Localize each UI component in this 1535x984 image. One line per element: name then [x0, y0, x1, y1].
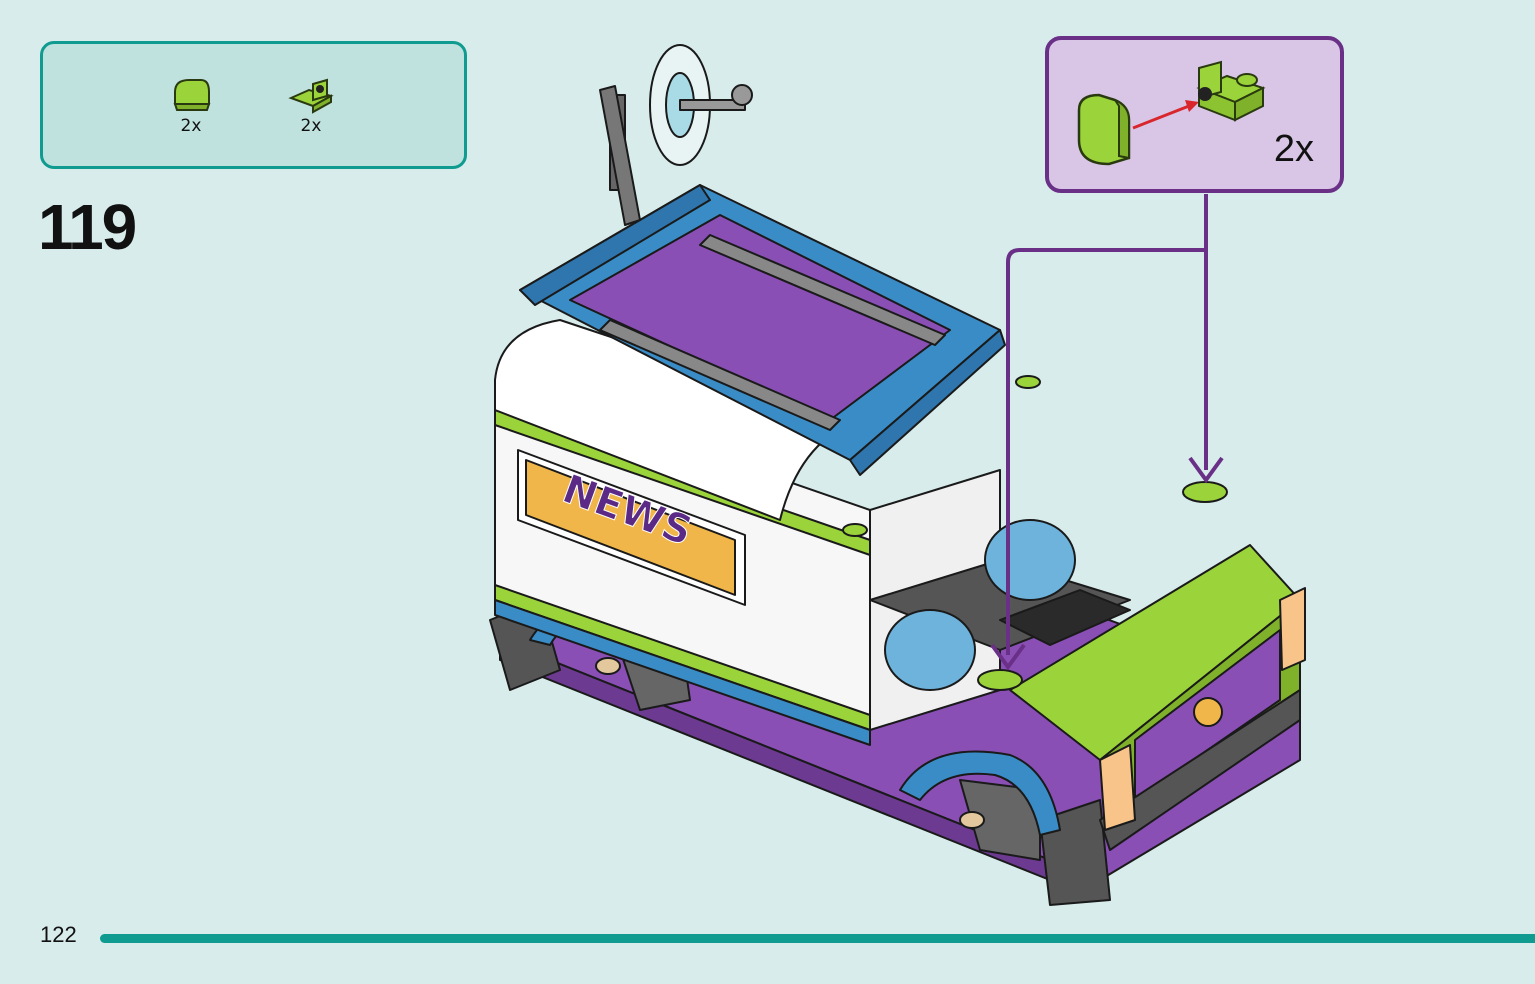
part-item: 2x — [161, 74, 221, 136]
part-quantity: 2x — [180, 116, 202, 136]
sub-assembly-callout: 2x — [1045, 36, 1344, 193]
lime-bracket-plate-icon — [288, 78, 334, 114]
page-number: 122 — [40, 922, 77, 947]
footer-bar — [100, 934, 1535, 943]
callout-quantity: 2x — [1273, 128, 1314, 170]
part-quantity: 2x — [300, 116, 322, 136]
part-item: 2x — [281, 74, 341, 136]
placement-arrow-icon — [1188, 456, 1224, 484]
sub-assembly-icon — [1077, 60, 1266, 166]
parts-list-box: 2x 2x — [40, 41, 467, 169]
step-number: 119 — [38, 191, 137, 263]
placement-arrow-icon — [990, 643, 1026, 671]
lime-curved-slope-icon — [173, 79, 211, 111]
